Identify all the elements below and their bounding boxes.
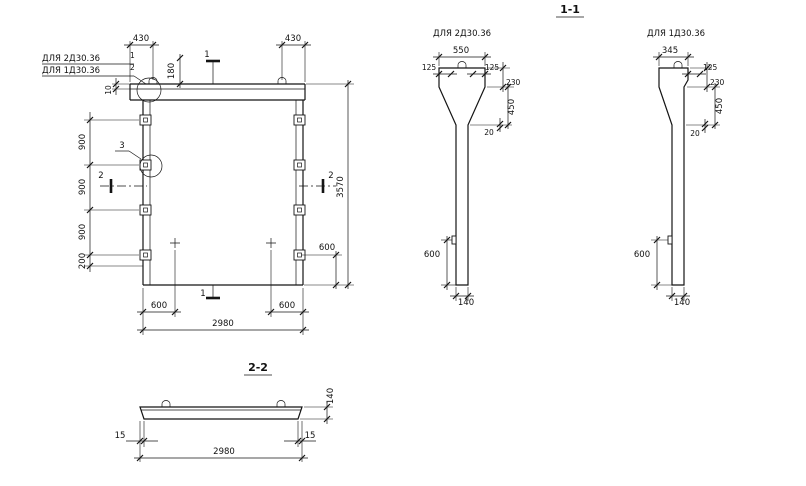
callout-circle-3 xyxy=(139,154,163,178)
front-extension-lines xyxy=(84,41,354,335)
dim-20: 20 xyxy=(484,128,494,137)
dim-140: 140 xyxy=(458,298,474,308)
dim-900-3: 900 xyxy=(78,224,88,240)
dim-20: 20 xyxy=(690,129,700,138)
section-2-2-title: 2-2 xyxy=(248,361,268,374)
dim-345: 345 xyxy=(662,46,678,56)
profile1-outline xyxy=(438,67,486,286)
dim-180: 180 xyxy=(167,63,177,79)
front-dimension-labels: 430 430 180 10 900 900 900 200 3570 600 … xyxy=(78,34,346,329)
dim-430-left: 430 xyxy=(133,34,149,44)
dim-125: 125 xyxy=(703,63,718,72)
dim-15-right: 15 xyxy=(305,431,316,441)
s22-dimension-lines xyxy=(126,402,328,459)
ref-note-2-marker: 2 xyxy=(130,63,135,72)
dim-450: 450 xyxy=(507,99,517,115)
ref-note-1-marker: 1 xyxy=(130,51,135,60)
dim-600: 600 xyxy=(634,250,650,260)
slab-loops xyxy=(161,400,286,408)
dim-200: 200 xyxy=(78,253,88,269)
cut-1-top-label: 1 xyxy=(204,50,209,60)
dim-125-right: 125 xyxy=(485,63,500,72)
dim-140: 140 xyxy=(674,298,690,308)
profile1-extensions xyxy=(438,52,514,301)
section-1-1-title: 1-1 xyxy=(560,3,580,16)
ref-note-2: ДЛЯ 1Д30.36 xyxy=(42,66,100,76)
dim-140: 140 xyxy=(326,388,336,404)
embed-plates xyxy=(139,114,306,261)
profile2-ref: ДЛЯ 1Д30.36 xyxy=(647,29,705,39)
profile2-embed xyxy=(667,235,673,245)
reference-notes: ДЛЯ 2Д30.36 1 ДЛЯ 1Д30.36 2 xyxy=(42,51,147,85)
profile2-outline xyxy=(658,67,689,286)
dim-550: 550 xyxy=(453,46,469,56)
dim-2980: 2980 xyxy=(213,447,235,457)
profile2-ticks xyxy=(653,53,719,300)
dim-600-bottom-left: 600 xyxy=(151,301,167,311)
profile-2d3036: ДЛЯ 2Д30.36 xyxy=(422,29,521,308)
ref-note-1: ДЛЯ 2Д30.36 xyxy=(42,54,100,64)
section-cut-2-marks: 2 2 xyxy=(98,171,336,193)
s22-labels: 15 15 2980 140 xyxy=(115,388,336,457)
slab-outline xyxy=(139,406,303,420)
profile2-extensions xyxy=(651,52,720,301)
front-dimension-ticks xyxy=(86,41,352,334)
profile1-dimension-lines xyxy=(433,56,509,297)
detail-callouts: 3 xyxy=(115,77,163,178)
dim-15-left: 15 xyxy=(115,431,126,441)
profile1-loop xyxy=(457,61,467,69)
dim-600-side: 600 xyxy=(319,243,335,253)
dim-3570: 3570 xyxy=(336,176,346,198)
callout-circle-top xyxy=(136,77,162,103)
panel-outline xyxy=(129,83,306,286)
profile-1d3036: ДЛЯ 1Д30.36 xyxy=(634,29,725,308)
profile1-ref: ДЛЯ 2Д30.36 xyxy=(433,29,491,39)
section-cut-1-marks: 1 1 xyxy=(200,50,220,300)
dim-10: 10 xyxy=(104,85,113,95)
section-1-1: 1-1 ДЛЯ 2Д30.36 xyxy=(422,3,725,308)
dim-600-bottom-right: 600 xyxy=(279,301,295,311)
front-dimension-lines xyxy=(89,44,349,331)
dim-450: 450 xyxy=(715,98,725,114)
dim-230: 230 xyxy=(506,78,521,87)
profile1-embed xyxy=(451,235,457,245)
profile2-labels: 345 125 230 450 20 600 140 xyxy=(634,46,725,308)
detail-3-label: 3 xyxy=(119,141,124,151)
cut-2-left-label: 2 xyxy=(98,171,103,181)
cut-1-bottom-label: 1 xyxy=(200,289,205,299)
dim-230: 230 xyxy=(710,78,725,87)
front-view: 3 ДЛЯ 2Д30.36 1 ДЛЯ 1Д30.36 2 1 1 2 2 xyxy=(42,34,354,335)
dim-125-left: 125 xyxy=(422,63,437,72)
profile1-labels: 550 125 125 230 450 20 600 140 xyxy=(422,46,521,308)
leader-line xyxy=(133,75,147,85)
dim-2980: 2980 xyxy=(212,319,234,329)
profile2-loop xyxy=(673,61,683,69)
strand-marks xyxy=(169,237,277,249)
dim-430-right: 430 xyxy=(285,34,301,44)
dim-900-2: 900 xyxy=(78,179,88,195)
dim-900-1: 900 xyxy=(78,134,88,150)
section-2-2: 2-2 15 15 xyxy=(115,361,336,462)
cut-2-right-label: 2 xyxy=(328,171,333,181)
dim-600: 600 xyxy=(424,250,440,260)
